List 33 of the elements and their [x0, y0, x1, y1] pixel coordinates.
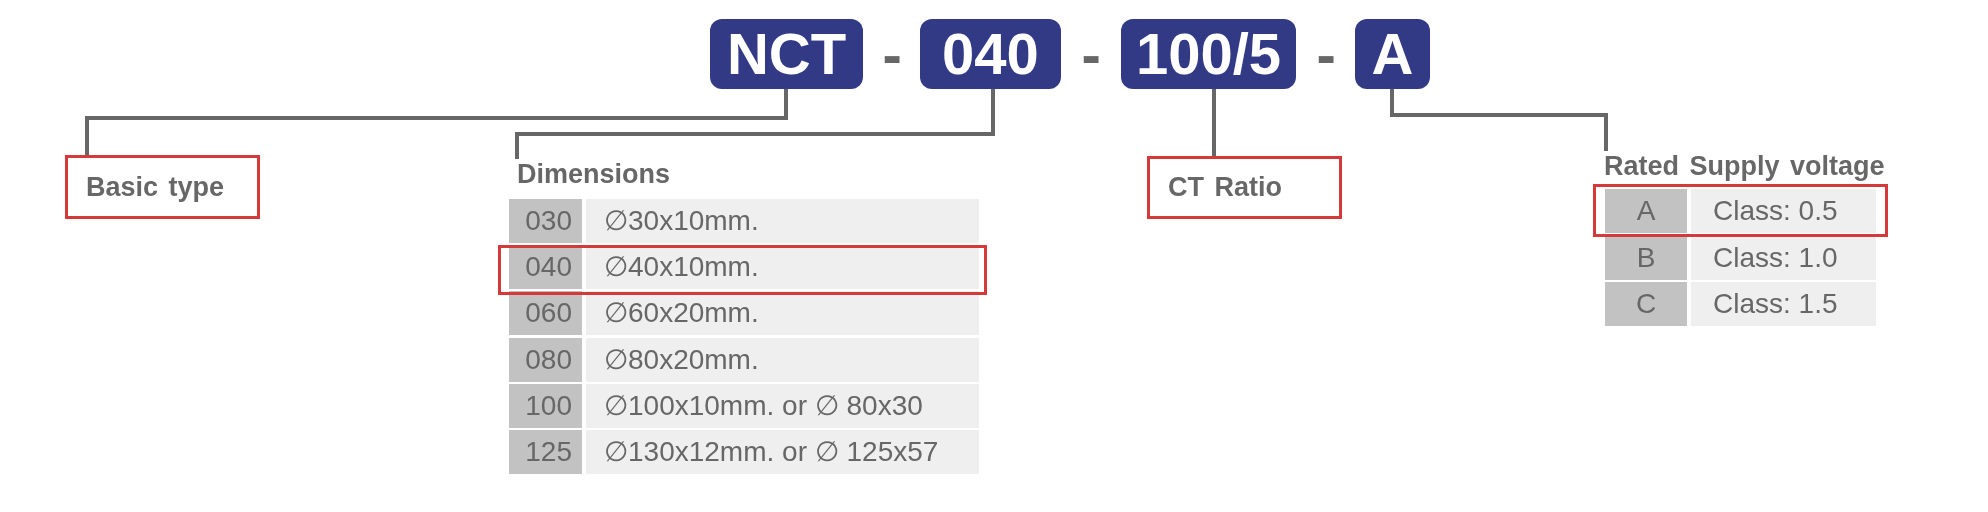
field-label-box: CT Ratio	[1147, 156, 1342, 219]
option-description-cell: ∅80x20mm.	[586, 338, 979, 382]
leader-line	[85, 89, 788, 155]
table-heading: Rated Supply voltage	[1604, 151, 1885, 183]
table-heading: Dimensions	[517, 159, 671, 191]
option-code-cell: 040	[509, 245, 582, 289]
code-separator: -	[1081, 26, 1101, 84]
leader-line	[1212, 89, 1216, 156]
option-code-cell: 100	[509, 384, 582, 428]
option-code-cell: 125	[509, 430, 582, 474]
code-separator: -	[882, 26, 902, 84]
code-segment: 100/5	[1121, 19, 1296, 89]
option-description-cell: ∅60x20mm.	[586, 291, 979, 335]
code-separator: -	[1316, 26, 1336, 84]
option-code-cell: 030	[509, 199, 582, 243]
code-segment: NCT	[710, 19, 863, 89]
option-description-cell: Class: 1.5	[1691, 282, 1876, 326]
option-description-cell: ∅100x10mm. or ∅ 80x30	[586, 384, 979, 428]
code-segment: 040	[920, 19, 1061, 89]
leader-line	[515, 89, 995, 159]
field-label-box: Basic type	[65, 155, 260, 219]
option-code-cell: 060	[509, 291, 582, 335]
code-segment: A	[1355, 19, 1430, 89]
leader-line	[1390, 89, 1608, 151]
option-code-cell: A	[1605, 189, 1687, 233]
option-description-cell: ∅130x12mm. or ∅ 125x57	[586, 430, 979, 474]
option-description-cell: ∅30x10mm.	[586, 199, 979, 243]
option-code-cell: C	[1605, 282, 1687, 326]
option-description-cell: Class: 1.0	[1691, 236, 1876, 280]
option-code-cell: B	[1605, 236, 1687, 280]
option-description-cell: ∅40x10mm.	[586, 245, 979, 289]
option-code-cell: 080	[509, 338, 582, 382]
option-description-cell: Class: 0.5	[1691, 189, 1876, 233]
